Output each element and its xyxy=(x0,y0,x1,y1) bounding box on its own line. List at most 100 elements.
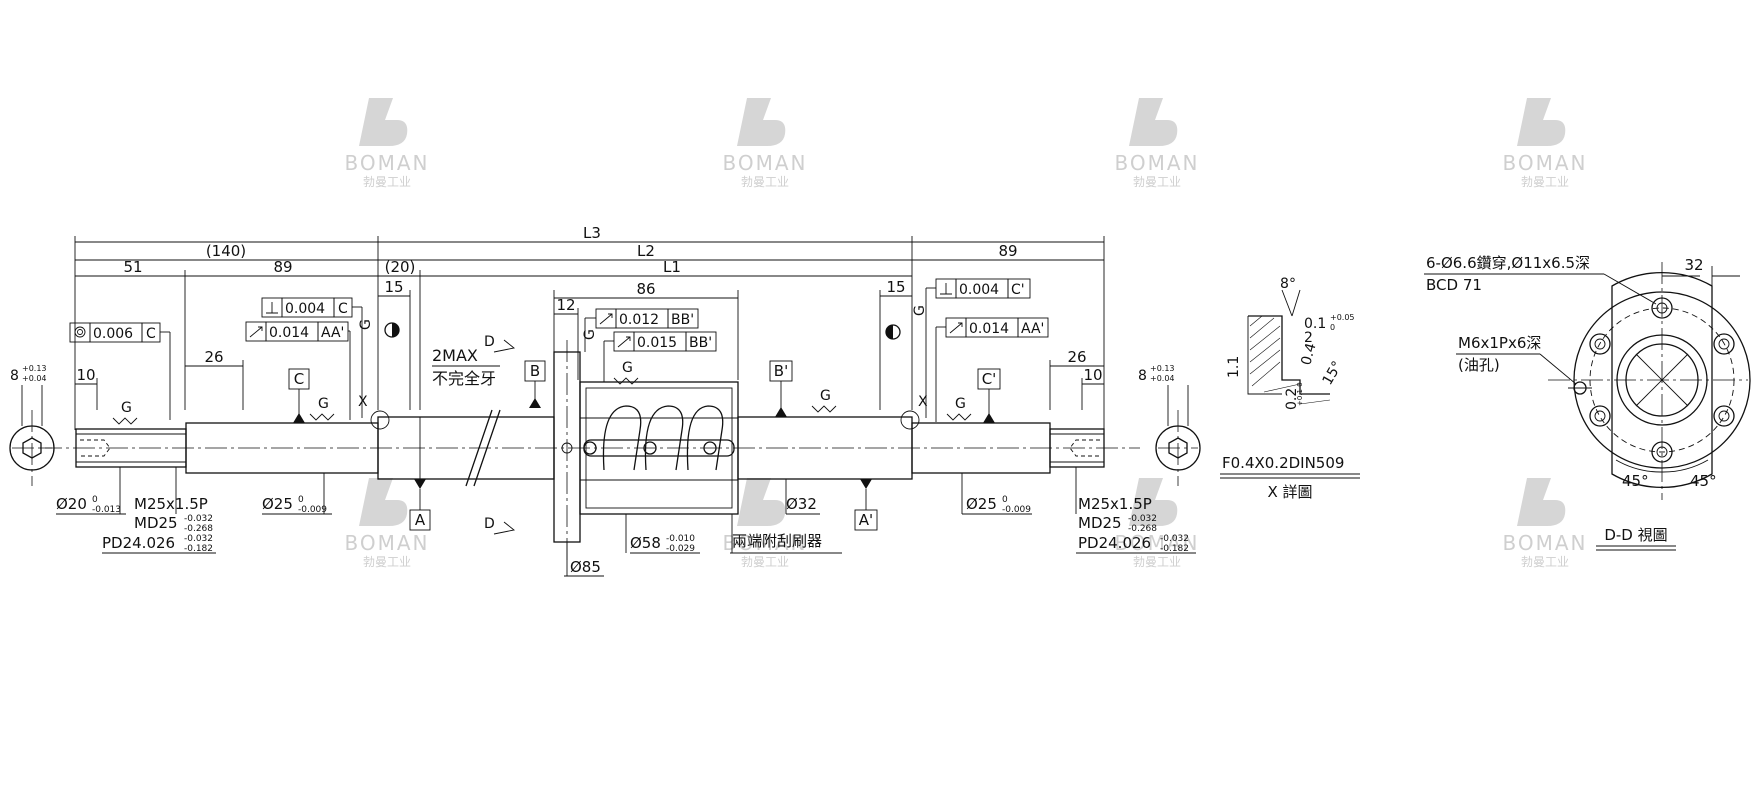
mark-g: G xyxy=(318,396,329,412)
svg-text:+0.05: +0.05 xyxy=(1330,313,1355,322)
key-width-right: 8 xyxy=(1138,368,1147,384)
mark-d: D xyxy=(484,516,495,532)
dim-l1: L1 xyxy=(663,258,681,276)
diameter-labels-left: Ø20 0 -0.013 M25x1.5P MD25 -0.032 -0.268… xyxy=(56,467,332,554)
tol-datum: C' xyxy=(1011,282,1025,298)
dim-left-total: (140) xyxy=(206,242,246,260)
watermark-brand: BOMAN xyxy=(722,531,807,555)
incomplete-max: 2MAX xyxy=(432,346,478,365)
mark-g: G xyxy=(955,396,966,412)
detail-x-spec: F0.4X0.2DIN509 xyxy=(1222,454,1344,472)
datum-a: A xyxy=(409,479,431,531)
tol-datum: AA' xyxy=(321,325,344,341)
svg-text:-0.010: -0.010 xyxy=(666,534,695,544)
watermark-sub: 勃曼工业 xyxy=(1521,175,1569,189)
dim-shoulder: (20) xyxy=(385,258,416,276)
svg-text:-0.032: -0.032 xyxy=(184,514,213,524)
dim-right-total: 89 xyxy=(998,242,1017,260)
dimension-texts: L3 (140) L2 89 51 89 (20) L1 15 15 86 12… xyxy=(76,224,1102,384)
watermark-logo: BOMAN 勃曼工业 xyxy=(722,98,807,189)
svg-text:+0.1 0: +0.1 0 xyxy=(1296,382,1304,406)
mark-x: X xyxy=(918,394,928,410)
watermark-brand: BOMAN xyxy=(722,151,807,175)
dim-02: 0.2 xyxy=(1284,388,1300,410)
diameter-labels-nut: Ø32 Ø58 -0.010 -0.029 兩端附刮刷器 Ø85 xyxy=(564,479,842,577)
datum-b-prime: B' xyxy=(769,360,793,417)
dim-26a: 26 xyxy=(204,348,223,366)
watermark-logo: BOMAN 勃曼工业 xyxy=(1502,478,1587,569)
keyway-dims: 8 +0.13 +0.04 8 +0.13 +0.04 xyxy=(10,364,1175,384)
watermark-group: BOMAN 勃曼工业 BOMAN 勃曼工业 BOMAN 勃曼工业 BOMAN 勃… xyxy=(344,98,1587,569)
datum-c: C xyxy=(288,368,310,423)
key-tol-dn-right: +0.04 xyxy=(1150,374,1175,383)
dim-15a: 15 xyxy=(384,278,403,296)
mark-g: G xyxy=(820,388,831,404)
watermark-sub: 勃曼工业 xyxy=(363,555,411,569)
tol-datum: BB' xyxy=(671,312,694,328)
pd-spec: PD24.026 xyxy=(102,534,175,552)
tol-datum: C xyxy=(146,326,156,342)
watermark-brand: BOMAN xyxy=(344,151,429,175)
detail-x-view: 8° 0.1 +0.05 0 2 0.4 1.1 0.2 +0.1 0 15° … xyxy=(1220,276,1360,501)
angle-15: 15° xyxy=(1320,358,1346,388)
mark-g: G xyxy=(358,319,374,330)
thread-spec: M25x1.5P xyxy=(134,495,208,513)
watermark-sub: 勃曼工业 xyxy=(741,175,789,189)
svg-text:A: A xyxy=(415,511,426,529)
surface-marks: G G G G G G G G X X D D xyxy=(112,305,972,535)
tol-value: 0.014 xyxy=(969,321,1009,337)
datum-a-prime: A' xyxy=(854,479,878,531)
dim-2: 2 xyxy=(1304,330,1313,346)
ball-nut xyxy=(553,340,739,560)
dia-32: Ø32 xyxy=(786,495,817,513)
tol-value: 0.004 xyxy=(285,301,325,317)
dd-dim-32: 32 xyxy=(1684,256,1703,274)
dimension-lines xyxy=(74,236,1105,430)
svg-text:0: 0 xyxy=(92,495,98,505)
svg-text:-0.032: -0.032 xyxy=(1160,534,1189,544)
screw-shaft xyxy=(40,409,1140,487)
key-tol-up-right: +0.13 xyxy=(1150,364,1175,373)
pd-spec-right: PD24.026 xyxy=(1078,534,1151,552)
angle-8: 8° xyxy=(1280,276,1296,292)
dim-left-b: 89 xyxy=(273,258,292,276)
thread-spec-right: M25x1.5P xyxy=(1078,495,1152,513)
svg-text:-0.032: -0.032 xyxy=(184,534,213,544)
mark-d: D xyxy=(484,334,495,350)
dd-title: D-D 視圖 xyxy=(1604,526,1667,544)
mark-g: G xyxy=(912,305,928,316)
dia-85: Ø85 xyxy=(570,558,601,576)
svg-text:-0.013: -0.013 xyxy=(92,505,121,515)
tolerance-frame: 0.012 BB' xyxy=(584,308,699,352)
watermark-sub: 勃曼工业 xyxy=(1133,175,1181,189)
tol-datum: AA' xyxy=(1021,321,1044,337)
dim-15b: 15 xyxy=(886,278,905,296)
chamfer-01: 0.1 xyxy=(1304,316,1326,332)
svg-text:0: 0 xyxy=(298,495,304,505)
dim-12: 12 xyxy=(556,296,575,314)
dia-20: Ø20 xyxy=(56,495,87,513)
tolerance-frames: 0.006 C 0.004 C 0.014 AA' xyxy=(69,278,1049,422)
watermark-logo: BOMAN 勃曼工业 xyxy=(344,98,429,189)
svg-text:B': B' xyxy=(774,362,788,380)
tolerance-frame: 0.004 C xyxy=(261,297,363,418)
tol-value: 0.004 xyxy=(959,282,999,298)
mark-g: G xyxy=(121,400,132,416)
tolerance-frame: 0.006 C xyxy=(69,322,171,420)
incomplete-thread-note: 2MAX 不完全牙 xyxy=(432,346,500,388)
watermark-sub: 勃曼工业 xyxy=(1521,555,1569,569)
watermark-logo: BOMAN 勃曼工业 xyxy=(1114,98,1199,189)
svg-text:-0.029: -0.029 xyxy=(666,544,695,554)
key-width-left: 8 xyxy=(10,368,19,384)
tol-value: 0.012 xyxy=(619,312,659,328)
svg-text:0: 0 xyxy=(1330,323,1335,332)
key-tol-up-left: +0.13 xyxy=(22,364,47,373)
svg-text:-0.268: -0.268 xyxy=(1128,524,1157,534)
watermark-logo: BOMAN 勃曼工业 xyxy=(1502,98,1586,189)
svg-text:-0.182: -0.182 xyxy=(184,544,213,554)
watermark-logo: BOMAN 勃曼工业 xyxy=(722,478,807,569)
watermark-brand: BOMAN xyxy=(1114,151,1199,175)
mark-x: X xyxy=(358,394,368,410)
watermark-brand: BOMAN xyxy=(1502,531,1587,555)
